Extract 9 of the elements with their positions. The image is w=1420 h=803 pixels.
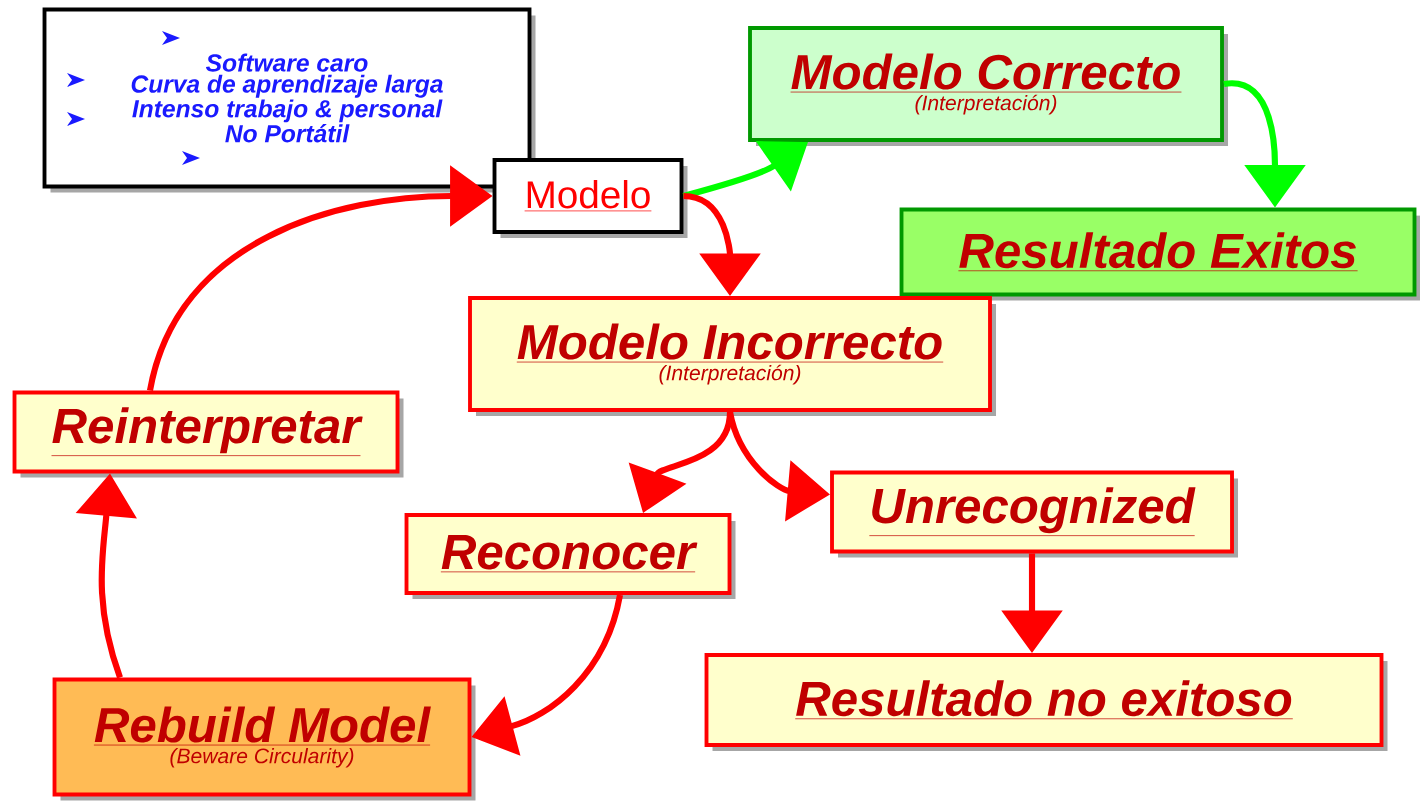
process-box: Modelo Correcto (Interpretación) xyxy=(748,26,1228,146)
result-box: Resultado Exitos xyxy=(899,207,1420,301)
process-box: Unrecognized xyxy=(830,470,1238,558)
process-box: Rebuild Model (Beware Circularity) xyxy=(52,677,476,801)
process-box: Modelo xyxy=(492,158,688,238)
process-box: Reinterpretar xyxy=(12,390,404,478)
process-box: Modelo Incorrecto (Interpretación) xyxy=(468,296,996,416)
process-box: Resultado no exitoso xyxy=(704,653,1388,751)
process-box: Reconocer xyxy=(404,513,736,599)
